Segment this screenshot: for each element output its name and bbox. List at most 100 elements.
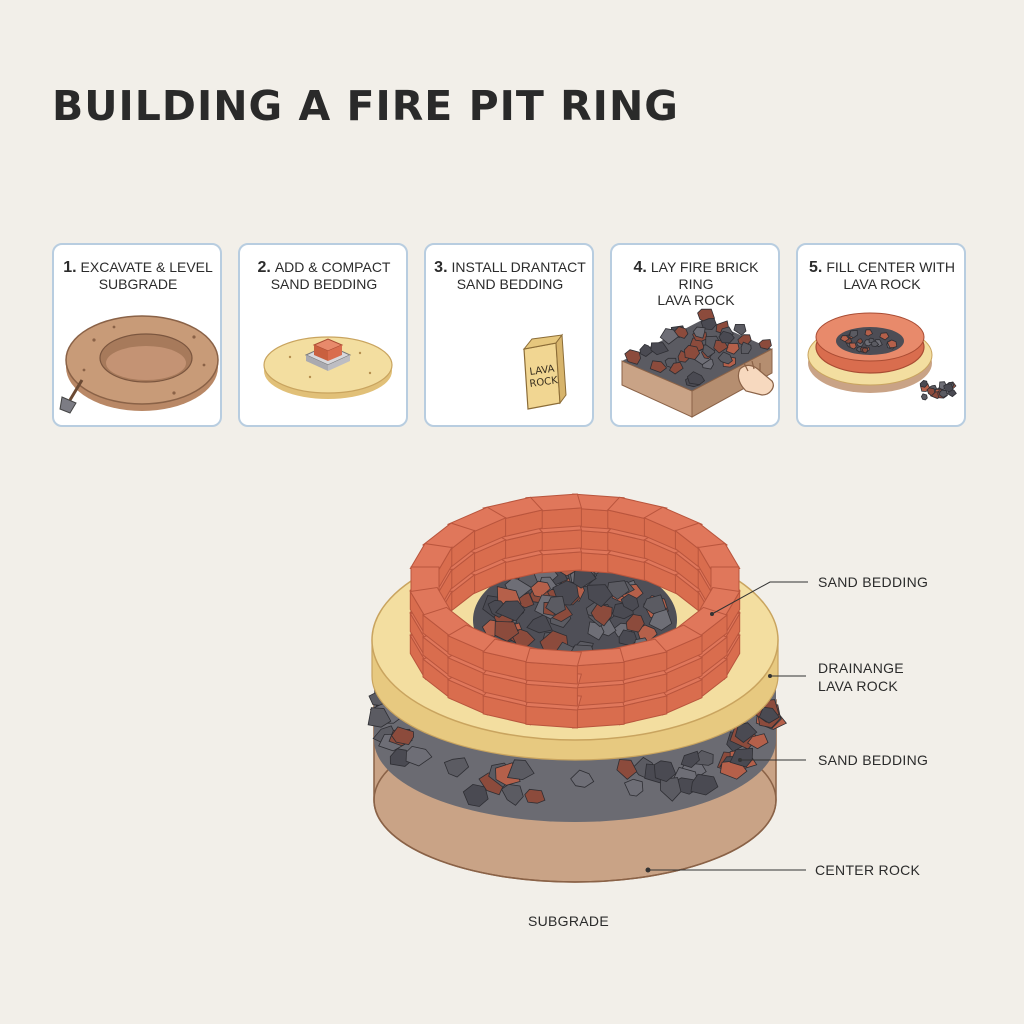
lava-rock (590, 603, 613, 627)
lava-rock-bag-illustration: LAVA ROCK (522, 333, 567, 410)
lava-rock (616, 759, 638, 780)
page-title: BUILDING A FIRE PIT RING (52, 82, 679, 130)
callout-sand-bedding-mid: SAND BEDDING (818, 752, 929, 768)
lava-rock (680, 750, 700, 768)
lava-rock (570, 769, 595, 788)
lava-rock (624, 349, 642, 365)
bag-text-line2: ROCK (529, 375, 559, 390)
lava-rock (920, 393, 928, 401)
shovel-handle (68, 379, 84, 401)
step-number: 3. (434, 259, 448, 276)
step-number: 2. (257, 259, 271, 276)
callout-line-sand-top (711, 581, 808, 615)
step-title-line1: FILL CENTER WITH (826, 259, 955, 275)
lava-rock (868, 337, 875, 343)
finished-ring-illustration (807, 312, 957, 401)
lava-rock (718, 330, 735, 344)
center-rocks (839, 329, 898, 354)
lava-rock (926, 387, 936, 397)
lava-rock (659, 777, 682, 802)
lava-rock (839, 335, 850, 343)
fire-brick (567, 647, 625, 685)
step-title-line1: ADD & COMPACT (274, 259, 391, 275)
lava-rock (653, 760, 677, 783)
lava-rock (733, 324, 747, 336)
step-card-drainage: 3.INSTALL DRANTACT SAND BEDDING LAVA ROC… (424, 243, 594, 427)
lava-rock (758, 339, 772, 350)
lava-rock (606, 580, 630, 600)
lava-rock (495, 600, 526, 622)
lava-rock (729, 747, 754, 768)
lava-rock (943, 383, 954, 393)
lava-rock (692, 326, 706, 339)
fire-brick (697, 543, 741, 593)
step-title-line2: LAVA ROCK (657, 292, 735, 308)
lava-rock (545, 595, 566, 616)
shovel-icon (59, 396, 77, 414)
lava-rock (506, 759, 535, 781)
loose-rock-pile (919, 379, 957, 401)
step-label: 1.EXCAVATE & LEVEL SUBGRADE (62, 259, 214, 292)
step-title-line2: SAND BEDDING (270, 276, 378, 292)
lava-rock (524, 788, 546, 804)
excavation-illustration (59, 315, 219, 414)
hand-icon (737, 364, 774, 396)
lava-rock (642, 594, 667, 615)
lava-rock (849, 329, 859, 339)
lava-rock (886, 339, 898, 349)
step-title-line1: EXCAVATE & LEVEL (80, 259, 213, 275)
lava-rock (391, 726, 415, 746)
step-title-line1: INSTALL DRANTACT (451, 259, 586, 275)
lava-rock (668, 361, 684, 375)
fire-brick (710, 566, 740, 611)
step-label: 2.ADD & COMPACT SAND BEDDING (248, 259, 400, 292)
step-number: 5. (809, 259, 823, 276)
lava-rock (740, 341, 752, 355)
lava-rock (686, 371, 706, 386)
lava-rock (717, 351, 733, 365)
sand-bedding-illustration (263, 336, 393, 399)
drainage-rocks (367, 691, 788, 807)
step-label: 4.LAY FIRE BRICK RING LAVA ROCK (620, 259, 772, 308)
lava-rock (443, 757, 470, 778)
step-title-line2: SUBGRADE (98, 276, 178, 292)
lava-rock (870, 340, 880, 348)
lava-rock (690, 773, 719, 796)
step-title-line2: SAND BEDDING (456, 276, 564, 292)
callout-sand-bedding-top: SAND BEDDING (818, 574, 929, 590)
step-card-sand: 2.ADD & COMPACT SAND BEDDING (238, 243, 408, 427)
step-label: 3.INSTALL DRANTACT SAND BEDDING (434, 259, 586, 292)
step-card-fill-center: 5.FILL CENTER WITH LAVA ROCK (796, 243, 966, 427)
lava-rock (625, 613, 645, 633)
callout-subgrade: SUBGRADE (528, 913, 609, 929)
step-card-excavate: 1.EXCAVATE & LEVEL SUBGRADE (52, 243, 222, 427)
lava-rock (639, 343, 654, 357)
fire-brick (525, 647, 583, 685)
step-number: 1. (63, 259, 77, 276)
lava-rock-pile (624, 308, 772, 388)
lava-rock (650, 342, 669, 356)
callout-drainage-line1: DRAINANGE (818, 660, 904, 676)
lava-rock (623, 778, 644, 797)
lava-rock (861, 347, 869, 354)
lava-rock (879, 332, 890, 341)
lava-rock (747, 733, 769, 750)
lava-rock (649, 360, 668, 373)
lava-rock (405, 745, 433, 767)
step-label: 5.FILL CENTER WITH LAVA ROCK (806, 259, 958, 292)
lava-rock (620, 593, 640, 612)
step-number: 4. (633, 259, 647, 276)
callout-drainage-line2: LAVA ROCK (818, 678, 898, 694)
lava-rock (856, 338, 864, 345)
lava-rock (758, 706, 780, 724)
lava-rock (848, 342, 857, 350)
lava-rock (683, 344, 701, 360)
fire-brick-ring (409, 493, 741, 729)
lava-rock (919, 379, 928, 388)
step-card-brick-ring: 4.LAY FIRE BRICK RING LAVA ROCK (610, 243, 780, 427)
lava-rock (700, 317, 717, 331)
lava-rock (659, 328, 680, 345)
lava-rock (586, 584, 613, 608)
lava-rock-bed-illustration (621, 308, 774, 418)
